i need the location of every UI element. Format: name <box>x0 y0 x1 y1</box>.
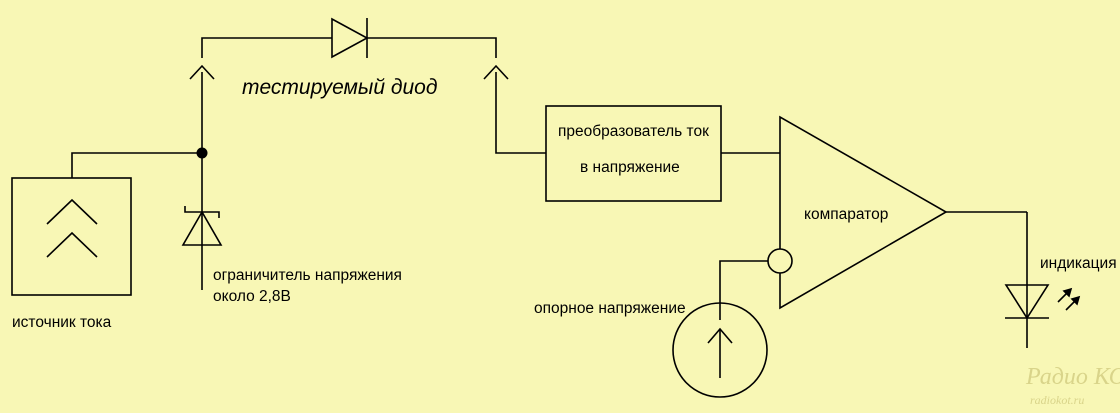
current-source-label: источник тока <box>12 314 112 331</box>
converter-label-line1: преобразователь ток <box>558 123 709 140</box>
converter-label-line2: в напряжение <box>580 159 680 176</box>
converter-box <box>545 105 722 202</box>
reference-voltage-symbol <box>672 302 768 398</box>
wires <box>71 37 1028 348</box>
tested-diode-symbol <box>331 17 369 59</box>
test-terminal-right <box>483 64 509 80</box>
comparator-symbol <box>767 115 948 310</box>
current-source-symbol <box>11 177 132 296</box>
voltage-limiter-symbol <box>181 206 223 246</box>
tested-diode-label: тестируемый диод <box>242 76 437 99</box>
watermark-url: radiokot.ru <box>1030 393 1084 407</box>
test-terminal-left <box>189 64 215 80</box>
indication-label: индикация <box>1040 255 1117 272</box>
voltage-limiter-label-line2: около 2,8В <box>213 288 291 305</box>
led-symbol <box>1004 284 1081 320</box>
comparator-label: компаратор <box>804 206 888 223</box>
voltage-limiter-label-line1: ограничитель напряжения <box>213 267 402 284</box>
reference-voltage-label: опорное напряжение <box>534 300 686 317</box>
junction-dot <box>196 147 208 159</box>
inverting-input-circle <box>767 248 793 274</box>
watermark-title: Радио КОТ <box>1025 364 1120 390</box>
